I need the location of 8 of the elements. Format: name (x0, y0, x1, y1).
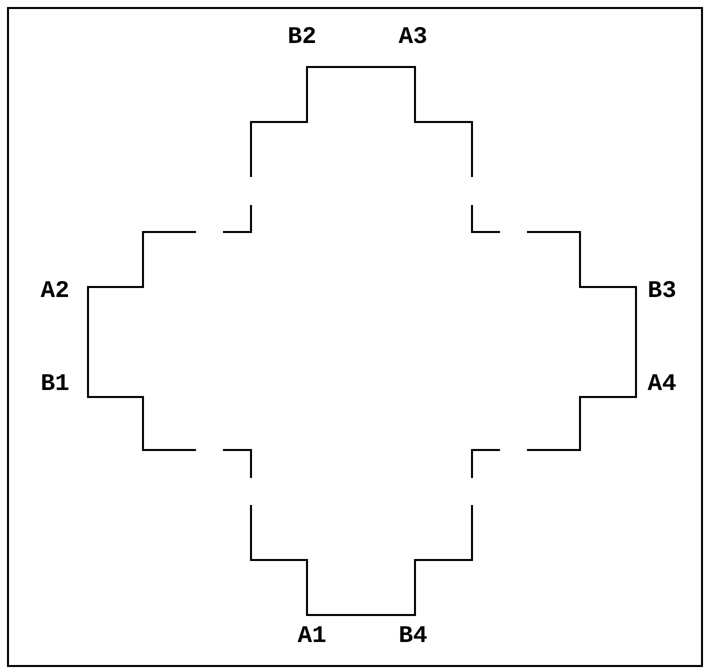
corner-label: A4 (648, 373, 676, 397)
corner-label: A1 (298, 625, 326, 649)
corner-label: A3 (398, 26, 428, 50)
corner-label: B2 (288, 26, 316, 50)
corner-label: B3 (648, 280, 676, 304)
corner-label: B4 (398, 625, 428, 649)
corner-label: B1 (40, 373, 70, 397)
corner-label: A2 (40, 280, 70, 304)
